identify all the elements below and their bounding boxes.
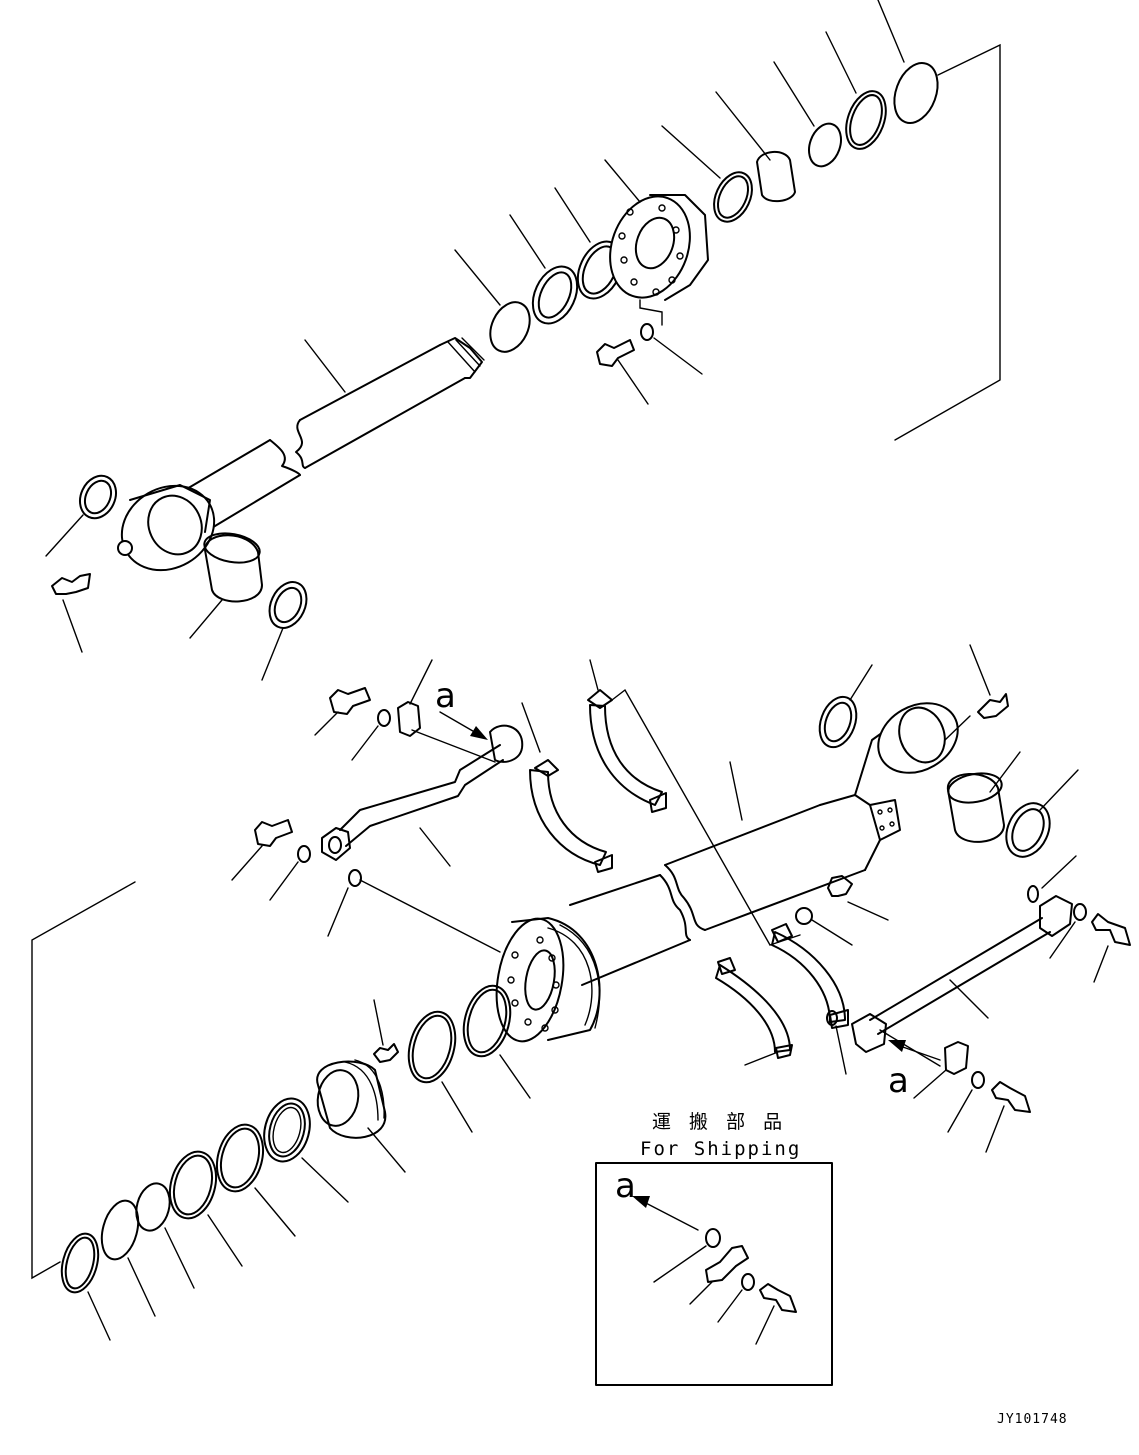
shipping-bolt <box>755 1283 797 1345</box>
rod-assembly <box>45 0 1001 681</box>
tube-clamp-lower-right <box>769 923 849 1029</box>
pipe-oring-upper <box>327 869 362 937</box>
dust-seal-tube-right <box>1005 769 1079 858</box>
piston-ring <box>454 249 531 353</box>
bushing-tube-eye <box>946 751 1021 843</box>
clamp-washer-lower <box>795 907 853 946</box>
tube-clamp-lower-left <box>715 957 793 1066</box>
dust-wiper <box>100 1199 156 1317</box>
buffer-ring <box>825 31 887 150</box>
piston-nut <box>715 91 796 203</box>
shipping-clamp <box>689 1245 749 1305</box>
tube-clamp-upper-left <box>521 702 613 873</box>
snap-ring <box>135 1182 195 1289</box>
pipe-clamp-top <box>397 659 496 763</box>
pipe-bolt-bottom <box>985 1081 1031 1153</box>
hydraulic-pipe-lower <box>851 895 1073 1053</box>
shipping-parts-box: 運 搬 部 品 For Shipping a <box>595 1111 833 1386</box>
pipe-clamp-bottom <box>879 1029 969 1099</box>
head-bolt-small <box>373 999 399 1063</box>
dust-seal-rod-eye <box>45 474 117 557</box>
shipping-frame <box>595 1162 833 1386</box>
shipping-plug <box>653 1228 721 1283</box>
dust-seal-tube-eye <box>818 664 873 749</box>
pipe-washer-top <box>351 709 391 761</box>
hydraulic-pipe-upper <box>321 724 524 867</box>
end-ring-tube <box>31 881 136 1341</box>
pipe-bolt-top <box>314 687 371 736</box>
pipe-oring-lower-right <box>1027 855 1077 903</box>
piston-head-flange <box>604 159 709 326</box>
detail-marker-top: a <box>435 676 456 716</box>
pipe-washer-upper <box>269 845 311 901</box>
o-ring-rod <box>773 61 842 168</box>
piston-rod <box>117 337 485 572</box>
cylinder-head <box>316 1059 406 1173</box>
detail-callout-top: a <box>435 676 488 740</box>
grease-fitting-tube <box>944 644 1009 741</box>
rod-packing <box>263 1097 349 1203</box>
detail-marker-box: a <box>615 1166 636 1206</box>
end-ring-rod <box>877 0 1001 441</box>
pipe-washer-bottom <box>947 1071 985 1133</box>
grease-fitting-rod <box>51 573 91 653</box>
backup-ring <box>661 125 753 223</box>
bushing-rod-eye <box>189 532 263 639</box>
detail-marker-bottom: a <box>888 1061 909 1101</box>
rod-seal <box>168 1150 243 1267</box>
flange-bolt <box>596 339 649 405</box>
pipe-oring-lower-small <box>826 1010 847 1075</box>
pipe-washer-lower-right <box>1049 903 1087 959</box>
flange-washer <box>640 323 703 375</box>
dust-seal-rod-eye-right <box>261 581 308 681</box>
drawing-code: JY101748 <box>997 1412 1068 1427</box>
head-o-ring <box>462 984 531 1099</box>
buffer-seal <box>215 1123 296 1237</box>
shipping-title-en: For Shipping <box>640 1138 801 1160</box>
cylinder-tube <box>359 702 959 1043</box>
detail-callout-bottom: a <box>888 1040 941 1101</box>
shipping-washer <box>717 1273 755 1323</box>
clamp-bolt-lower <box>827 875 889 921</box>
cylinder-assembly: a <box>31 644 1131 1341</box>
wear-ring <box>509 214 579 325</box>
head-backup-ring <box>407 1010 473 1133</box>
pipe-bolt-upper <box>231 819 293 881</box>
shipping-title-jp: 運 搬 部 品 <box>652 1111 788 1133</box>
pipe-bolt-lower-right <box>1091 913 1131 983</box>
tube-clamp-upper-right <box>587 659 771 946</box>
